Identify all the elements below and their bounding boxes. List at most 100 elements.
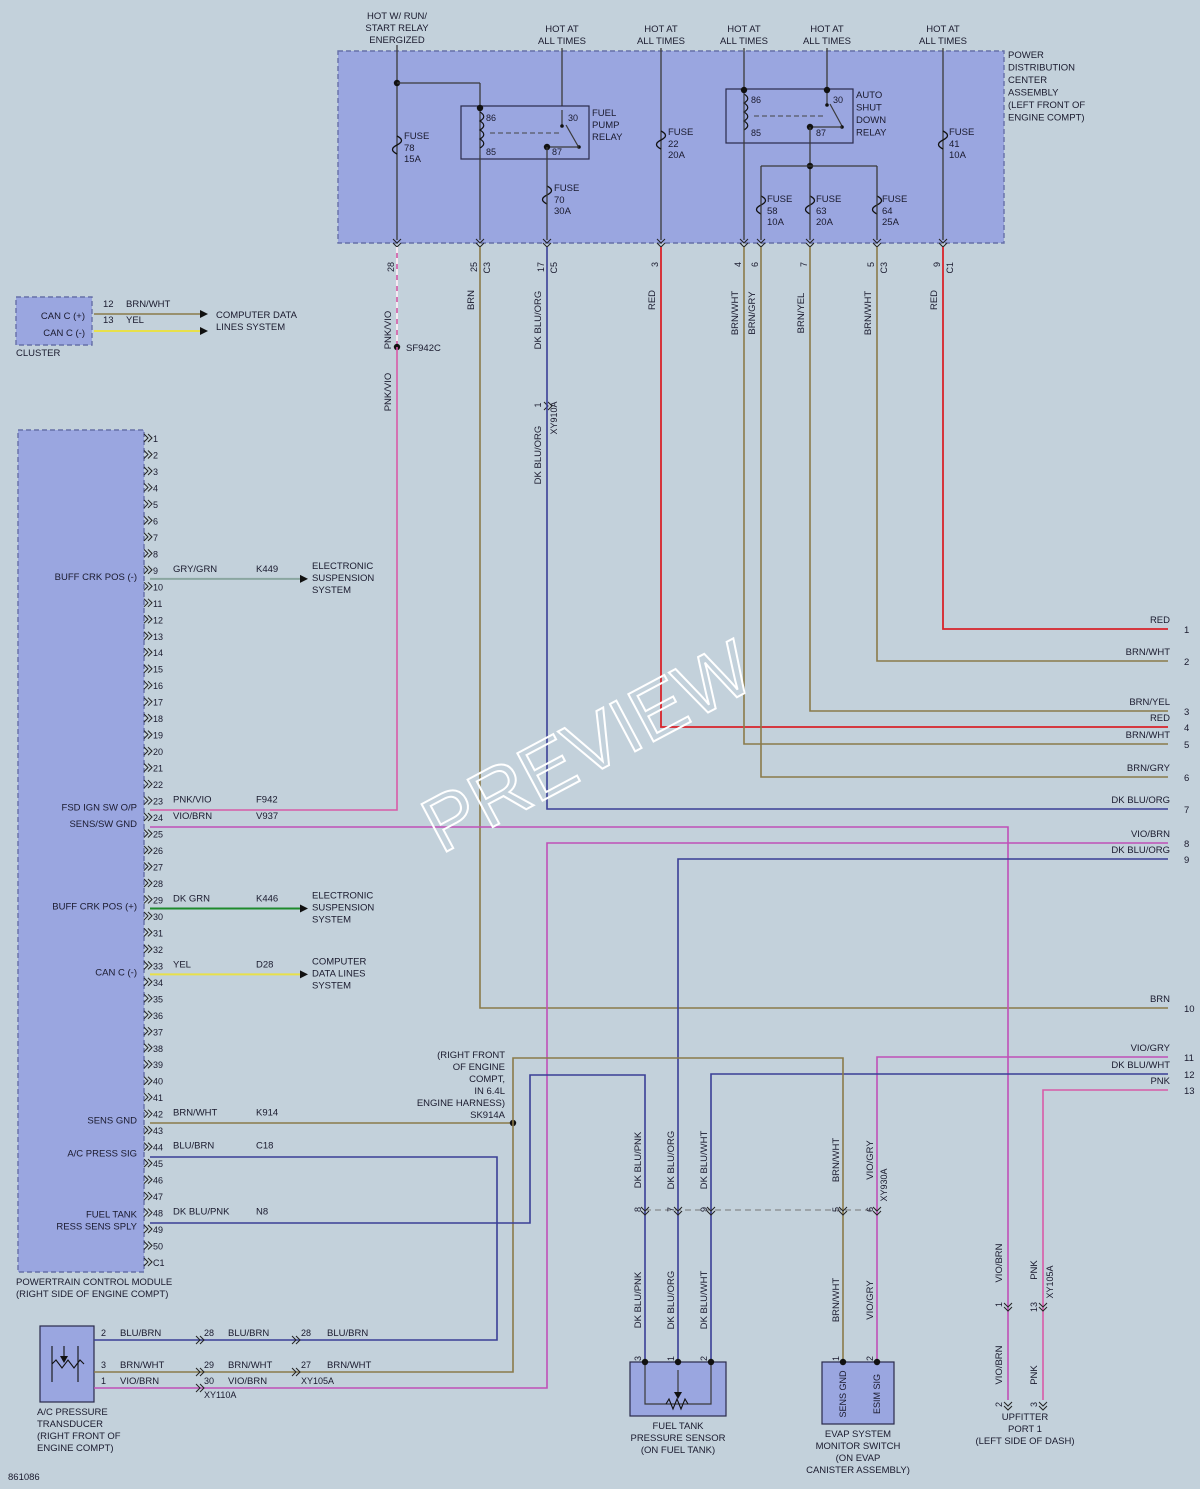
xy930a-pin: 8 (633, 1207, 643, 1212)
fuse-icon (655, 130, 667, 150)
pdc-pin: 4 (733, 262, 743, 267)
connector-icon (143, 598, 153, 608)
pcm-wire-color: PNK/VIO (173, 795, 212, 806)
pcm-pin: 48 (153, 1209, 163, 1219)
pcm-wire-color: DK BLU/PNK (173, 1207, 230, 1218)
wire-dk-blu-wht (710, 1073, 1168, 1360)
right-wire-color: RED (1150, 615, 1170, 626)
pcm-dest: SYSTEM (312, 914, 351, 925)
fuse-amp: 15A (404, 154, 422, 165)
pcm-signal-name: RESS SENS SPLY (56, 1222, 137, 1233)
splice-label: IN 6.4L (474, 1086, 505, 1097)
wire-dk-blu-pnk (150, 1074, 646, 1360)
relay-pin: 86 (751, 95, 761, 105)
relay-pin: 85 (751, 128, 761, 138)
right-pin: 1 (1184, 625, 1189, 636)
connector-icon (143, 1191, 153, 1201)
ac-pin: 30 (204, 1376, 214, 1386)
pcm-pin: 16 (153, 681, 163, 691)
terminal-dot (641, 1358, 649, 1366)
ac-caption: ENGINE COMPT) (37, 1443, 114, 1454)
fuse-label: FUSE (554, 183, 579, 194)
connector-icon (195, 1335, 205, 1345)
connector-icon (143, 1076, 153, 1086)
wire-brn-gry (760, 247, 1168, 778)
fuse-amp: 10A (949, 150, 967, 161)
cluster-label: CLUSTER (16, 348, 60, 359)
connector-icon (143, 713, 153, 723)
connector-icon (143, 549, 153, 558)
pdc-pin: 7 (799, 262, 809, 267)
connector-icon (143, 1241, 153, 1250)
connector-icon (143, 878, 153, 888)
upfitter-wire: VIO/BRN (994, 1243, 1005, 1282)
pcm-box (17, 429, 145, 1273)
pcm-signal-name: CAN C (-) (95, 967, 137, 978)
connector-icon (143, 944, 153, 954)
sensor-caption: PRESSURE SENSOR (630, 1433, 725, 1444)
evap-caption: EVAP SYSTEM (825, 1429, 891, 1440)
wire-vio-gry (876, 1056, 1168, 1360)
pcm-pin: 36 (153, 1011, 163, 1021)
pcm-pin: 34 (153, 978, 163, 988)
pcm-pin: 50 (153, 1242, 163, 1252)
transducer-element (51, 1346, 85, 1382)
wire-color: BRN/WHT (863, 291, 874, 336)
pcm-wire-color: BRN/WHT (173, 1108, 218, 1119)
wire-color: RED (647, 290, 658, 310)
pdc-title: ENGINE COMPT) (1008, 113, 1085, 124)
pcm-pin: 8 (153, 549, 158, 559)
arrow-icon (200, 327, 208, 335)
pcm-signal-name: BUFF CRK POS (-) (55, 572, 137, 583)
fuse-amp: 25A (882, 217, 900, 228)
pcm-circuit: V937 (256, 811, 278, 822)
pcm-signal-name: SENS GND (87, 1116, 137, 1127)
connector-icon (143, 631, 153, 641)
xy930a-color: BRN/WHT (831, 1138, 842, 1183)
wire-color: DK BLU/ORG (533, 291, 544, 350)
right-wire-color: PNK (1150, 1076, 1170, 1087)
connector-icon (143, 1059, 153, 1069)
xy930a-label: XY930A (879, 1168, 889, 1201)
connector-icon (1003, 1401, 1013, 1411)
upfitter-pin: 3 (1029, 1402, 1039, 1407)
pcm-pin: 5 (153, 500, 158, 510)
fuse-number: 70 (554, 195, 565, 206)
pcm-pin: 38 (153, 1044, 163, 1054)
connector-icon (143, 911, 153, 921)
wire-dk-blu-org (677, 858, 1168, 1360)
pdc-conn: C1 (945, 262, 955, 274)
connector-icon (143, 697, 153, 707)
wire-red (660, 247, 1168, 728)
pcm-circuit: K449 (256, 564, 278, 575)
fuse-label: FUSE (767, 194, 792, 205)
fuse-amp: 20A (668, 150, 686, 161)
relay-label: AUTO (856, 90, 882, 101)
pdc-title: ASSEMBLY (1008, 88, 1059, 99)
pcm-wire-color: YEL (173, 959, 191, 970)
feed-label: HOT AT (545, 24, 579, 35)
pdc-title: POWER (1008, 50, 1044, 61)
connector-icon (143, 483, 153, 492)
pdc-pin: 25 (469, 262, 479, 272)
fuse-number: 22 (668, 139, 679, 150)
connector-icon (706, 1206, 716, 1216)
fuse-number: 64 (882, 206, 893, 217)
upfitter-pin: 13 (1029, 1302, 1039, 1312)
pcm-pin: 11 (153, 599, 162, 609)
wire-pnk-vio (150, 347, 398, 811)
relay-label: RELAY (856, 128, 887, 139)
conn-pin: 1 (533, 402, 543, 407)
connector-icon (838, 1206, 848, 1216)
terminal-dot (839, 1358, 847, 1366)
connector-icon (143, 1257, 153, 1267)
right-wire-color: DK BLU/WHT (1111, 1060, 1170, 1071)
pdc-conn: C5 (549, 262, 559, 274)
relay-label: SHUT (856, 103, 882, 114)
pcm-pin: 18 (153, 714, 163, 724)
right-pin: 12 (1184, 1070, 1195, 1081)
ac-wire-color: VIO/BRN (120, 1376, 159, 1387)
wire-color: PNK/VIO (383, 373, 394, 412)
connector-icon (143, 532, 153, 542)
